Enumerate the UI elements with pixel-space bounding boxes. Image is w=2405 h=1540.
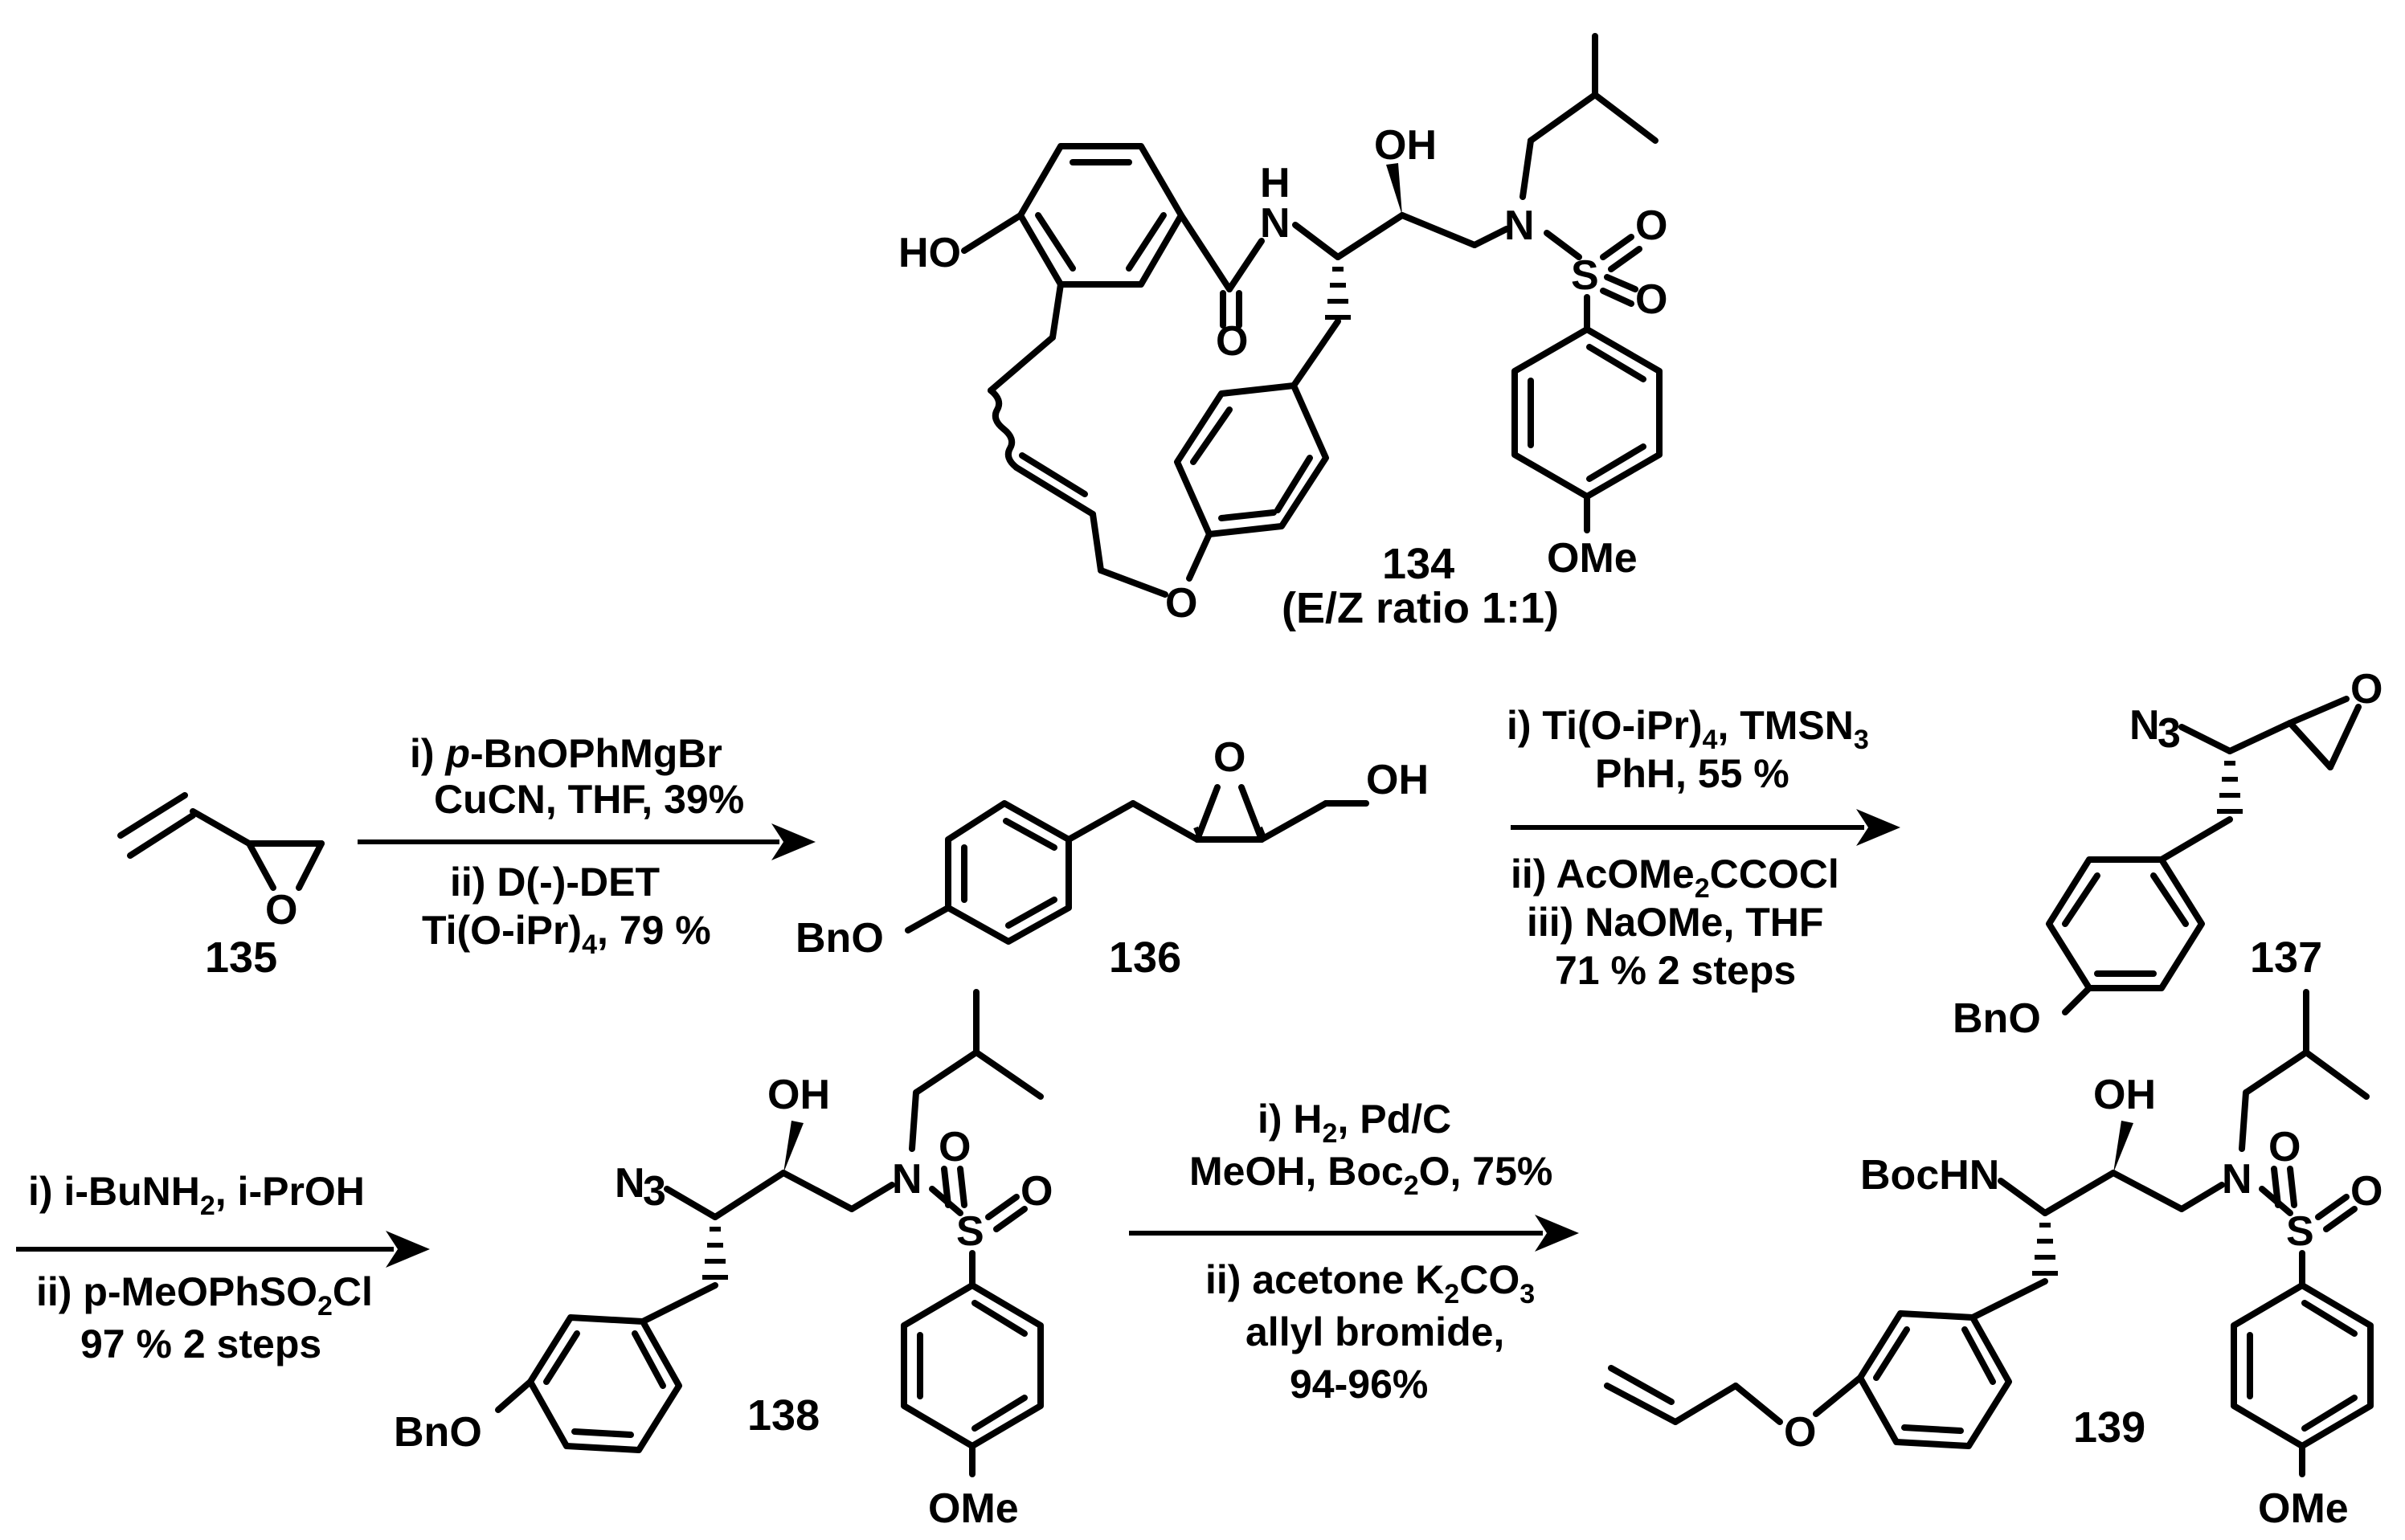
c134-ez-note: (E/Z ratio 1:1) [1282, 584, 1559, 632]
c139-oh-label: OH [2093, 1072, 2156, 1118]
c134-phenol-ring [1017, 143, 1184, 288]
c138-sulfur: S [956, 1208, 984, 1255]
c134-oh-label: OH [1374, 122, 1437, 169]
reaction-arrow-1 [358, 823, 816, 860]
c137-azide-n: N [2129, 702, 2160, 749]
c134-amide-n: N [1260, 200, 1290, 247]
compound-134: HO O H N OH N S O O [898, 33, 1667, 632]
c135-epoxide-o: O [265, 887, 297, 933]
c139-so-o2: O [2350, 1168, 2383, 1215]
c137-hash-bond [2217, 761, 2243, 814]
c136-oh-label: OH [1366, 757, 1429, 803]
c136-hash-bond [1193, 826, 1266, 837]
c139-hash-bond [2032, 1223, 2058, 1276]
c138-bno-label: BnO [394, 1409, 482, 1456]
c139-bochn-label: BocHN [1860, 1152, 1999, 1199]
c139-sulfur: S [2286, 1208, 2314, 1255]
c134-ome-label: OMe [1547, 535, 1638, 582]
compound-136: BnO O OH 136 [796, 734, 1429, 982]
c138-hash-bond [702, 1227, 728, 1280]
c138-so-o1: O [939, 1124, 971, 1170]
c134-hash-bond [1325, 267, 1351, 320]
c139-label: 139 [2073, 1403, 2145, 1452]
step3-line1: i) i-BuNH2, i-PrOH [28, 1169, 365, 1221]
c137-azide-sub: 3 [2158, 710, 2181, 757]
c137-phenyl-ring [2046, 856, 2205, 991]
c139-so-o1: O [2268, 1124, 2301, 1170]
step4-line2: MeOH, Boc2O, 75% [1189, 1149, 1552, 1201]
c138-azide-n: N [615, 1160, 645, 1207]
compound-138: N 3 OH N S O O OMe [394, 989, 1053, 1532]
reaction-arrow-4 [1129, 1215, 1579, 1252]
c138-anisyl-ring [901, 1282, 1044, 1449]
compound-139: BocHN OH N S O O OMe [1604, 989, 2383, 1532]
c137-epoxide-o: O [2350, 666, 2383, 713]
c134-amide-h: H [1260, 160, 1290, 206]
step4-line5: 94-96% [1290, 1362, 1428, 1407]
step3-conditions: i) i-BuNH2, i-PrOH ii) p-MeOPhSO2Cl 97 %… [28, 1169, 373, 1366]
c139-ome-label: OMe [2258, 1485, 2349, 1532]
c137-label: 137 [2250, 933, 2322, 982]
c139-allyl-ether-o: O [1784, 1409, 1816, 1456]
step2-line5: 71 % 2 steps [1555, 948, 1796, 993]
c138-oh-label: OH [767, 1072, 830, 1118]
step2-line1: i) Ti(O-iPr)4, TMSN3 [1507, 703, 1869, 755]
c139-phenyl-ring [1857, 1310, 2012, 1449]
step1-line1: i) p-BnOPhMgBr [410, 731, 722, 776]
c138-azide-sub: 3 [643, 1168, 666, 1215]
c134-label: 134 [1382, 540, 1454, 588]
compound-135: O 135 [117, 792, 325, 982]
step4-line1: i) H2, Pd/C [1258, 1097, 1451, 1149]
step2-line3: ii) AcOMe2CCOCl [1511, 852, 1839, 904]
step1-conditions: i) p-BnOPhMgBr CuCN, THF, 39% ii) D(-)-D… [410, 731, 744, 960]
c134-ho-label: HO [898, 230, 961, 276]
step1-line3: ii) D(-)-DET [450, 860, 660, 905]
step1-line4: Ti(O-iPr)4, 79 % [422, 908, 711, 960]
c134-sulfur: S [1571, 252, 1599, 299]
c136-epoxide-o: O [1213, 734, 1245, 781]
step2-conditions: i) Ti(O-iPr)4, TMSN3 PhH, 55 % ii) AcOMe… [1507, 703, 1869, 993]
c134-sulfonamide-n: N [1504, 202, 1535, 249]
c136-label: 136 [1109, 933, 1181, 982]
c139-anisyl-ring [2231, 1282, 2374, 1449]
step2-line2: PhH, 55 % [1595, 751, 1789, 796]
step4-line4: allyl bromide, [1245, 1309, 1504, 1354]
c138-so-o2: O [1020, 1168, 1053, 1215]
reaction-arrow-2 [1511, 809, 1900, 846]
step4-conditions: i) H2, Pd/C MeOH, Boc2O, 75% ii) acetone… [1189, 1097, 1552, 1407]
step4-line3: ii) acetone K2CO3 [1205, 1257, 1535, 1309]
compound-137: N 3 O BnO 137 [1953, 666, 2383, 1042]
c134-amide-o: O [1216, 318, 1248, 365]
step1-line2: CuCN, THF, 39% [434, 777, 744, 822]
c134-ether-o: O [1165, 580, 1197, 627]
c139-sulfonamide-n: N [2222, 1156, 2252, 1203]
c138-sulfonamide-n: N [892, 1156, 922, 1203]
c138-label: 138 [747, 1391, 820, 1440]
c138-ome-label: OMe [928, 1485, 1019, 1532]
c137-bno-label: BnO [1953, 995, 2041, 1042]
step2-line4: iii) NaOMe, THF [1527, 900, 1823, 945]
c136-bno-label: BnO [796, 915, 884, 962]
reaction-arrow-3 [16, 1231, 430, 1268]
step3-line2: ii) p-MeOPhSO2Cl [36, 1269, 373, 1321]
c135-label: 135 [205, 933, 277, 982]
c134-so-o2: O [1635, 276, 1667, 323]
c134-anisyl-ring [1511, 326, 1663, 500]
c134-so-o1: O [1635, 202, 1667, 249]
c138-phenyl-ring [527, 1314, 682, 1453]
step3-line3: 97 % 2 steps [80, 1321, 321, 1366]
